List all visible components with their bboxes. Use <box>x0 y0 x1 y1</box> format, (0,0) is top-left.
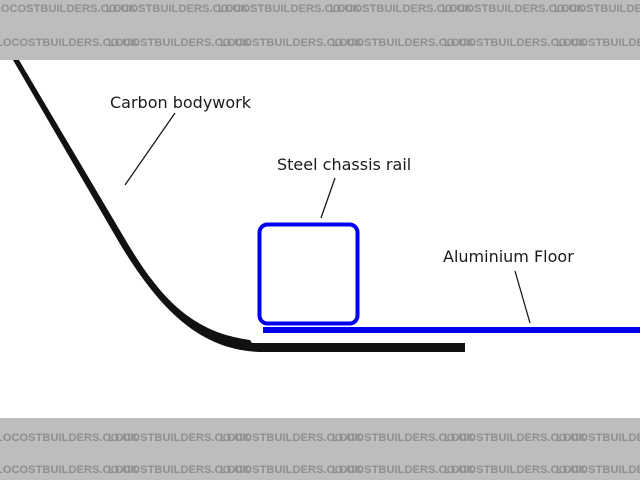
watermark-text: LOCOSTBUILDERS.CO.UK <box>332 432 475 444</box>
leader-line-floor <box>514 270 531 324</box>
watermark-text: LOCOSTBUILDERS.CO.UK <box>220 37 363 49</box>
watermark-text: LOCOSTBUILDERS.CO.UK <box>332 464 475 476</box>
carbon-bodywork-panel <box>13 60 465 352</box>
watermark-text: LOCOSTBUILDERS.CO.UK <box>220 432 363 444</box>
watermark-band-bottom: LOCOSTBUILDERS.CO.UKLOCOSTBUILDERS.CO.UK… <box>0 418 640 480</box>
watermark-text: LOCOSTBUILDERS.CO.UK <box>0 432 139 444</box>
watermark-text: LOCOSTBUILDERS.CO.UK <box>106 3 249 15</box>
watermark-text: LOCOSTBUILDERS.CO.UK <box>220 464 363 476</box>
watermark-text: LOCOSTBUILDERS.CO.UK <box>330 3 473 15</box>
watermark-text: LOCOSTBUILDERS.CO.UK <box>108 464 251 476</box>
watermark-text: LOCOSTBUILDERS.CO.UK <box>554 3 640 15</box>
watermark-row: LOCOSTBUILDERS.CO.UKLOCOSTBUILDERS.CO.UK… <box>0 464 640 476</box>
watermark-text: LOCOSTBUILDERS.CO.UK <box>444 464 587 476</box>
watermark-text: LOCOSTBUILDERS.CO.UK <box>556 464 640 476</box>
watermark-text: LOCOSTBUILDERS.CO.UK <box>444 37 587 49</box>
label-steel-chassis-rail: Steel chassis rail <box>277 155 411 174</box>
label-aluminium-floor: Aluminium Floor <box>443 247 574 266</box>
watermark-text: LOCOSTBUILDERS.CO.UK <box>108 432 251 444</box>
watermark-band-top: LOCOSTBUILDERS.CO.UKLOCOSTBUILDERS.CO.UK… <box>0 0 640 60</box>
watermark-text: LOCOSTBUILDERS.CO.UK <box>108 37 251 49</box>
leader-line-chassis <box>320 177 336 219</box>
watermark-row: LOCOSTBUILDERS.CO.UKLOCOSTBUILDERS.CO.UK… <box>0 37 640 49</box>
watermark-text: LOCOSTBUILDERS.CO.UK <box>444 432 587 444</box>
watermark-text: LOCOSTBUILDERS.CO.UK <box>0 3 137 15</box>
steel-chassis-rail <box>257 222 360 326</box>
aluminium-floor-sheet <box>263 327 640 333</box>
watermark-text: LOCOSTBUILDERS.CO.UK <box>332 37 475 49</box>
watermark-text: LOCOSTBUILDERS.CO.UK <box>442 3 585 15</box>
watermark-text: LOCOSTBUILDERS.CO.UK <box>556 37 640 49</box>
watermark-text: LOCOSTBUILDERS.CO.UK <box>218 3 361 15</box>
label-carbon-bodywork: Carbon bodywork <box>110 93 252 112</box>
watermark-row: LOCOSTBUILDERS.CO.UKLOCOSTBUILDERS.CO.UK… <box>0 3 640 15</box>
watermark-row: LOCOSTBUILDERS.CO.UKLOCOSTBUILDERS.CO.UK… <box>0 432 640 444</box>
watermark-text: LOCOSTBUILDERS.CO.UK <box>556 432 640 444</box>
watermark-text: LOCOSTBUILDERS.CO.UK <box>0 37 139 49</box>
leader-line-bodywork <box>124 112 176 186</box>
watermark-text: LOCOSTBUILDERS.CO.UK <box>0 464 139 476</box>
